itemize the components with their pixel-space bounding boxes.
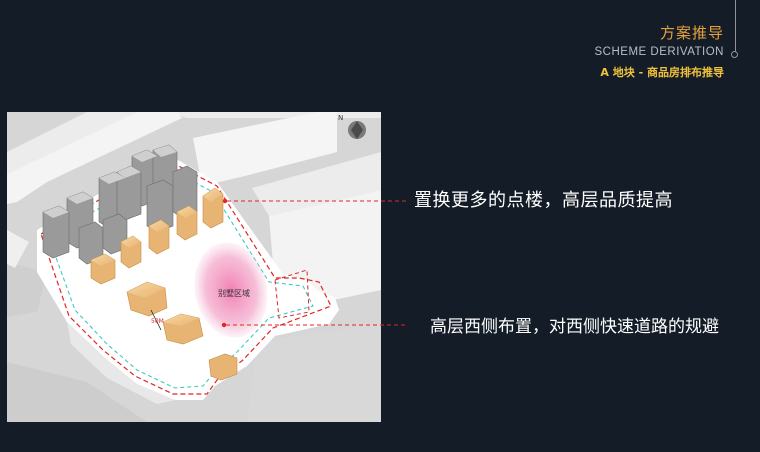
annotation-dot-1 bbox=[222, 198, 228, 204]
tower-top bbox=[153, 145, 177, 157]
tower-top bbox=[43, 206, 69, 218]
tower-top bbox=[67, 192, 93, 204]
gray-tower-tops bbox=[43, 145, 177, 218]
distance-marker-line bbox=[150, 309, 162, 331]
road bbox=[7, 262, 47, 317]
tower-orange bbox=[208, 353, 238, 381]
tower-top bbox=[163, 314, 199, 326]
road bbox=[7, 362, 147, 422]
tower-top bbox=[91, 254, 115, 266]
tower-top bbox=[99, 172, 125, 184]
block-sw bbox=[7, 230, 29, 268]
compass-icon: N bbox=[338, 114, 366, 139]
redline-boundary bbox=[40, 159, 332, 395]
villa-zone bbox=[194, 242, 268, 338]
compass-label: N bbox=[338, 114, 343, 122]
site-shadow bbox=[67, 322, 175, 404]
block-ne bbox=[193, 112, 337, 186]
site-plan: 别墅区域 bbox=[7, 112, 381, 422]
tower-top bbox=[177, 206, 197, 218]
distance-label: 50M bbox=[151, 318, 164, 325]
orange-tower-tops bbox=[91, 188, 223, 326]
header-divider-dot bbox=[731, 51, 738, 58]
service-zone-outline bbox=[274, 269, 310, 319]
tower-top bbox=[117, 166, 141, 178]
block-nw bbox=[7, 112, 182, 204]
header-divider-line bbox=[735, 0, 736, 52]
header-subtitle: A 地块 - 商品房排布推导 bbox=[600, 66, 724, 79]
header-title-en: SCHEME DERIVATION bbox=[594, 46, 724, 58]
annotation-text-1: 置换更多的点楼，高层品质提高 bbox=[414, 190, 673, 211]
tower-top bbox=[149, 220, 169, 232]
road bbox=[252, 152, 381, 216]
annotation-dot-2 bbox=[221, 322, 227, 328]
villa-zone-label: 别墅区域 bbox=[218, 288, 250, 298]
tower-top bbox=[132, 150, 157, 162]
tower-top bbox=[127, 282, 165, 298]
annotation-text-2: 高层西侧布置，对西侧快速道路的规避 bbox=[430, 317, 719, 337]
tower-top bbox=[121, 236, 141, 248]
road bbox=[247, 324, 381, 422]
cyan-boundary bbox=[48, 167, 314, 389]
tower-top bbox=[203, 188, 223, 202]
tower-gray bbox=[146, 179, 174, 233]
header-title-cn: 方案推导 bbox=[659, 24, 724, 42]
